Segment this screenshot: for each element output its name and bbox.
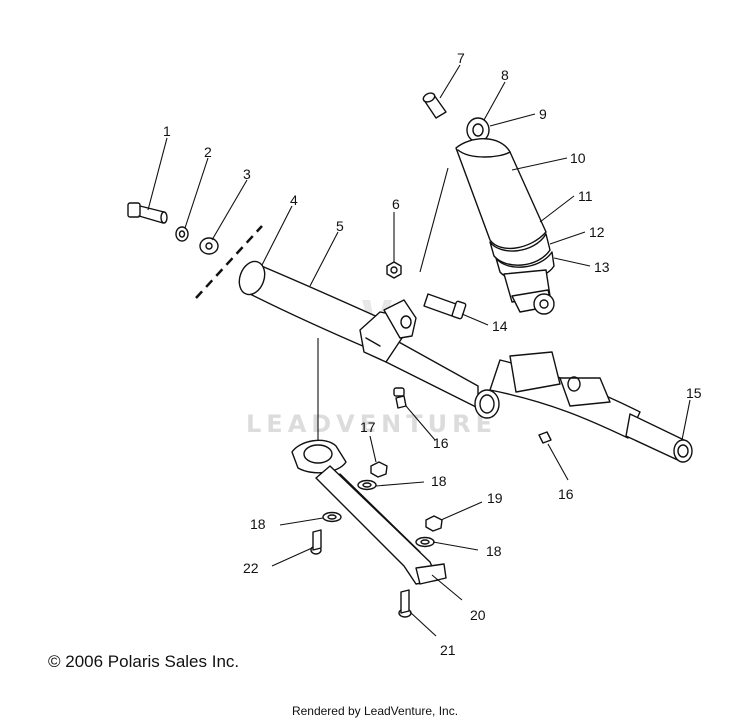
- callout-4: 4: [290, 192, 298, 208]
- callout-1: 1: [163, 123, 171, 139]
- part-18-washer-c: [415, 536, 435, 548]
- callout-16b: 16: [558, 486, 574, 502]
- callout-labels: 1 2 3 4 5 6 7 8 9 10 11 12 13 14 15 16 1…: [163, 50, 702, 658]
- part-16-fitting-a: [393, 387, 407, 409]
- part-3-washer: [199, 237, 219, 255]
- part-20-link-arm: [291, 439, 447, 585]
- callout-6: 6: [392, 196, 400, 212]
- copyright-notice: © 2006 Polaris Sales Inc.: [48, 652, 240, 671]
- callout-12: 12: [589, 224, 605, 240]
- callout-7: 7: [457, 50, 465, 66]
- callout-22: 22: [243, 560, 259, 576]
- callout-18b: 18: [250, 516, 266, 532]
- part-21-screw: [398, 589, 412, 618]
- part-19-nut: [425, 515, 443, 532]
- callout-8: 8: [501, 67, 509, 83]
- callout-5: 5: [336, 218, 344, 234]
- callout-2: 2: [204, 144, 212, 160]
- part-5-crossbar-tube: [238, 260, 693, 463]
- leader-lines: [147, 64, 691, 637]
- part-7-bushing: [422, 92, 447, 119]
- callout-10: 10: [570, 150, 586, 166]
- callout-17: 17: [360, 419, 376, 435]
- rendered-by-credit: Rendered by LeadVenture, Inc.: [291, 704, 459, 718]
- part-6-nut: [386, 261, 402, 279]
- callout-15: 15: [686, 385, 702, 401]
- part-14-bolt: [423, 293, 467, 320]
- part-18-washer-b: [322, 511, 342, 523]
- callout-18c: 18: [486, 543, 502, 559]
- callout-21: 21: [440, 642, 456, 658]
- watermark-text: LEADVENTURE: [246, 410, 497, 438]
- assembly-dashed-line: [195, 225, 263, 299]
- callout-19: 19: [487, 490, 503, 506]
- part-1-bolt: [127, 202, 168, 224]
- callout-11: 11: [578, 188, 593, 204]
- part-10-shock-absorber: [455, 117, 555, 315]
- callout-20: 20: [470, 607, 486, 623]
- callout-3: 3: [243, 166, 251, 182]
- part-2-washer: [175, 226, 189, 242]
- part-18-washer-a: [357, 479, 377, 491]
- part-17-nut: [370, 461, 388, 478]
- callout-16a: 16: [433, 435, 449, 451]
- callout-18a: 18: [431, 473, 447, 489]
- part-22-screw: [310, 529, 322, 555]
- callout-9: 9: [539, 106, 547, 122]
- part-16-fitting-b: [538, 431, 552, 444]
- callout-13: 13: [594, 259, 610, 275]
- callout-14: 14: [492, 318, 508, 334]
